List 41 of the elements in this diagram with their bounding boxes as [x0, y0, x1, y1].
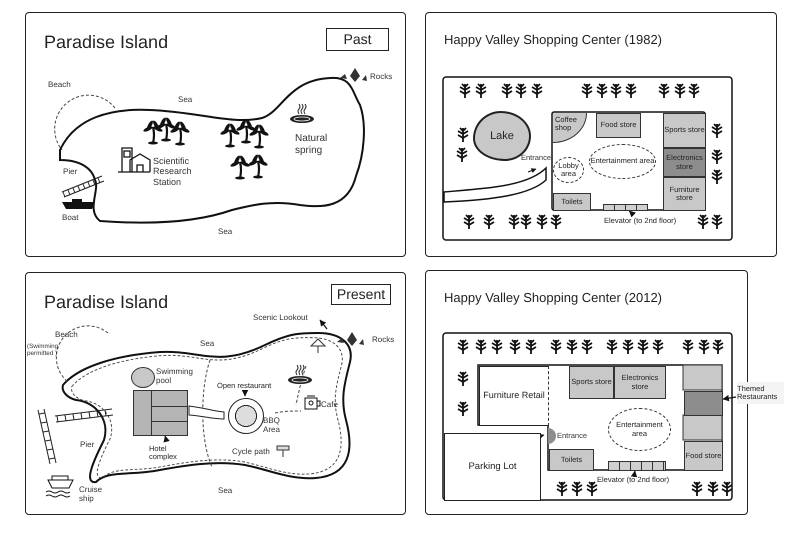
- leader-arrow: [722, 394, 736, 402]
- map-label: Rocks: [370, 72, 392, 82]
- map-label: Rocks: [372, 335, 394, 344]
- leader-arrow: [242, 390, 248, 397]
- period-tag: Present: [331, 284, 391, 305]
- map-label: Pier: [80, 440, 94, 450]
- map-title: Paradise Island: [44, 293, 168, 313]
- map-label: Scientific Research Station: [153, 156, 193, 188]
- leader-arrow: [628, 210, 636, 218]
- hotel-complex-block: [133, 390, 188, 436]
- map-label: Sea: [218, 227, 232, 236]
- map-label: Pier: [63, 167, 78, 176]
- elevator-block: [603, 204, 648, 211]
- map-label: Cycle path: [232, 447, 270, 456]
- map-label: Sea: [218, 486, 232, 496]
- leader-arrow: [164, 435, 170, 443]
- map-panel: [25, 12, 406, 257]
- map-title: Happy Valley Shopping Center (2012): [444, 291, 662, 306]
- map-title: Happy Valley Shopping Center (1982): [444, 33, 662, 48]
- map-label: Cafe: [321, 400, 338, 410]
- map-label: Scenic Lookout: [253, 313, 308, 322]
- leader-arrow: [630, 470, 638, 478]
- map-title: Paradise Island: [44, 33, 168, 53]
- parking-lot: Parking Lot: [444, 433, 541, 501]
- elevator-block: [608, 461, 666, 471]
- swimming-pool: [131, 367, 155, 388]
- map-label: Natural spring: [295, 133, 328, 156]
- map-panel: [25, 272, 406, 515]
- map-label: Swimming pool: [156, 367, 191, 386]
- map-label: Sea: [200, 339, 214, 348]
- map-panel: [425, 12, 777, 257]
- restaurant-circle: [228, 398, 264, 434]
- furniture-retail-area: Furniture Retail: [479, 366, 549, 426]
- map-label: Boat: [62, 213, 78, 222]
- period-tag: Past: [326, 28, 389, 51]
- themed-restaurant-unit: [684, 391, 723, 416]
- map-label: BBQ Area: [263, 416, 281, 434]
- map-label: Beach: [55, 330, 78, 340]
- map-label: Sea: [178, 95, 192, 104]
- map-label: Beach: [48, 80, 71, 90]
- map-label: Cruise ship: [79, 485, 104, 504]
